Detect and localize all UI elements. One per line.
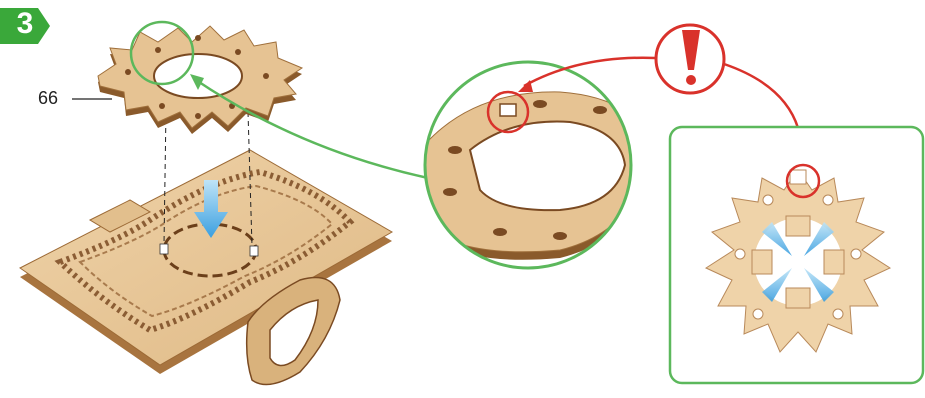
step-number: 3 (10, 8, 40, 40)
zoom-detail-circle (420, 62, 650, 268)
exclamation-icon (656, 25, 724, 93)
part-number-label: 66 (38, 88, 58, 108)
result-panel (670, 127, 923, 383)
